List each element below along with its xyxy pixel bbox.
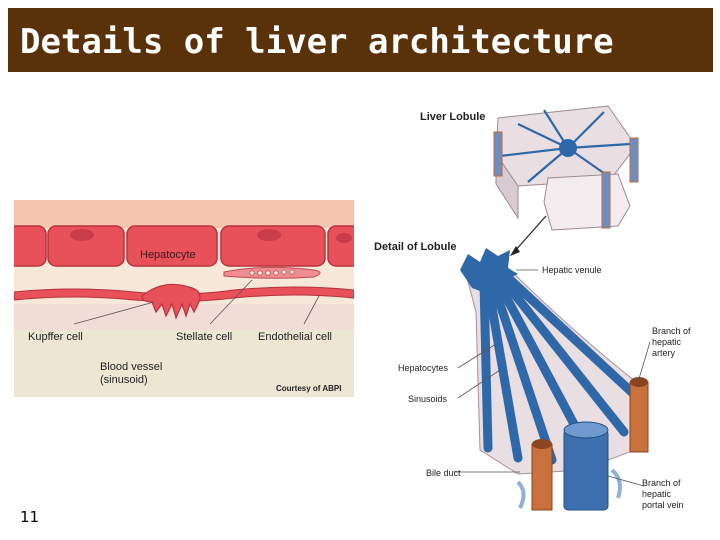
lobule-diagram: Liver Lobule Detail of Lobule Hepatic ve… (374, 105, 691, 511)
hepatic-artery-label-line2: hepatic (652, 337, 682, 347)
detail-arrow (513, 215, 547, 253)
stellate-cell-label: Stellate cell (176, 331, 232, 343)
portal-vein (563, 429, 609, 511)
hepatocyte-cell (327, 225, 354, 267)
lobule-cut-face (543, 173, 631, 231)
portal-triad (601, 171, 611, 229)
kupffer-cell-label: Kupffer cell (28, 331, 83, 343)
lipid-droplets (249, 269, 295, 276)
hepatocyte-cell (47, 225, 125, 267)
portal-vein-label-line2: hepatic (642, 489, 672, 499)
portal-vein-opening (563, 421, 609, 439)
hepatic-venule (460, 248, 518, 294)
hepatocyte-label: Hepatocyte (140, 249, 196, 261)
artery-opening (630, 377, 648, 387)
hepatic-artery-label-line3: artery (652, 348, 676, 358)
hepatocyte-cell (126, 225, 218, 267)
sinusoid-diagram: Hepatocyte Kupffer cell Stellate cell En… (14, 200, 354, 397)
portal-triad (493, 131, 503, 177)
slide-title: Details of liver architecture (20, 22, 614, 62)
portal-vein-trunk (563, 421, 609, 511)
nucleus (70, 229, 94, 241)
blood-vessel-label: Blood vessel (100, 361, 162, 373)
endothelial-cell-label: Endothelial cell (258, 331, 332, 343)
hepatic-artery-branches (531, 377, 649, 511)
nucleus (257, 229, 281, 241)
artery-trunk (629, 381, 649, 453)
detail-arrow-head (510, 246, 520, 256)
slide-number: 11 (20, 508, 40, 526)
portal-vein-label-line3: portal vein (642, 500, 684, 510)
portal-vein-label-line1: Branch of (642, 478, 681, 488)
kupffer-cell (141, 283, 201, 320)
sinusoids-label: Sinusoids (408, 394, 448, 404)
detail-of-lobule-label: Detail of Lobule (374, 241, 457, 253)
stellate-cell (223, 266, 321, 279)
central-vein (559, 139, 577, 157)
leader-lines (454, 269, 651, 487)
hepatocyte-row (14, 225, 354, 267)
credit-label: Courtesy of ABPI (276, 384, 342, 393)
hepatocytes-label: Hepatocytes (398, 363, 449, 373)
hepatocyte-cell (14, 225, 47, 267)
hepatic-artery-label-line1: Branch of (652, 326, 691, 336)
artery-trunk (531, 443, 553, 511)
leader-lines (73, 279, 320, 325)
portal-triad (629, 137, 639, 183)
blood-vessel-area (14, 328, 354, 397)
bile-duct-label: Bile duct (426, 468, 461, 478)
sinusoid-label: (sinusoid) (100, 374, 148, 386)
title-bar: Details of liver architecture (8, 8, 713, 72)
upper-tissue-band (14, 200, 354, 228)
bile-duct-branches (516, 468, 622, 509)
hepatocyte-cell (220, 225, 326, 267)
artery-opening (532, 439, 552, 449)
hepatic-venule-label: Hepatic venule (542, 265, 602, 275)
liver-lobule (493, 105, 639, 231)
liver-lobule-label: Liver Lobule (420, 111, 485, 123)
lobule-detail (460, 248, 649, 511)
nucleus (336, 233, 352, 243)
